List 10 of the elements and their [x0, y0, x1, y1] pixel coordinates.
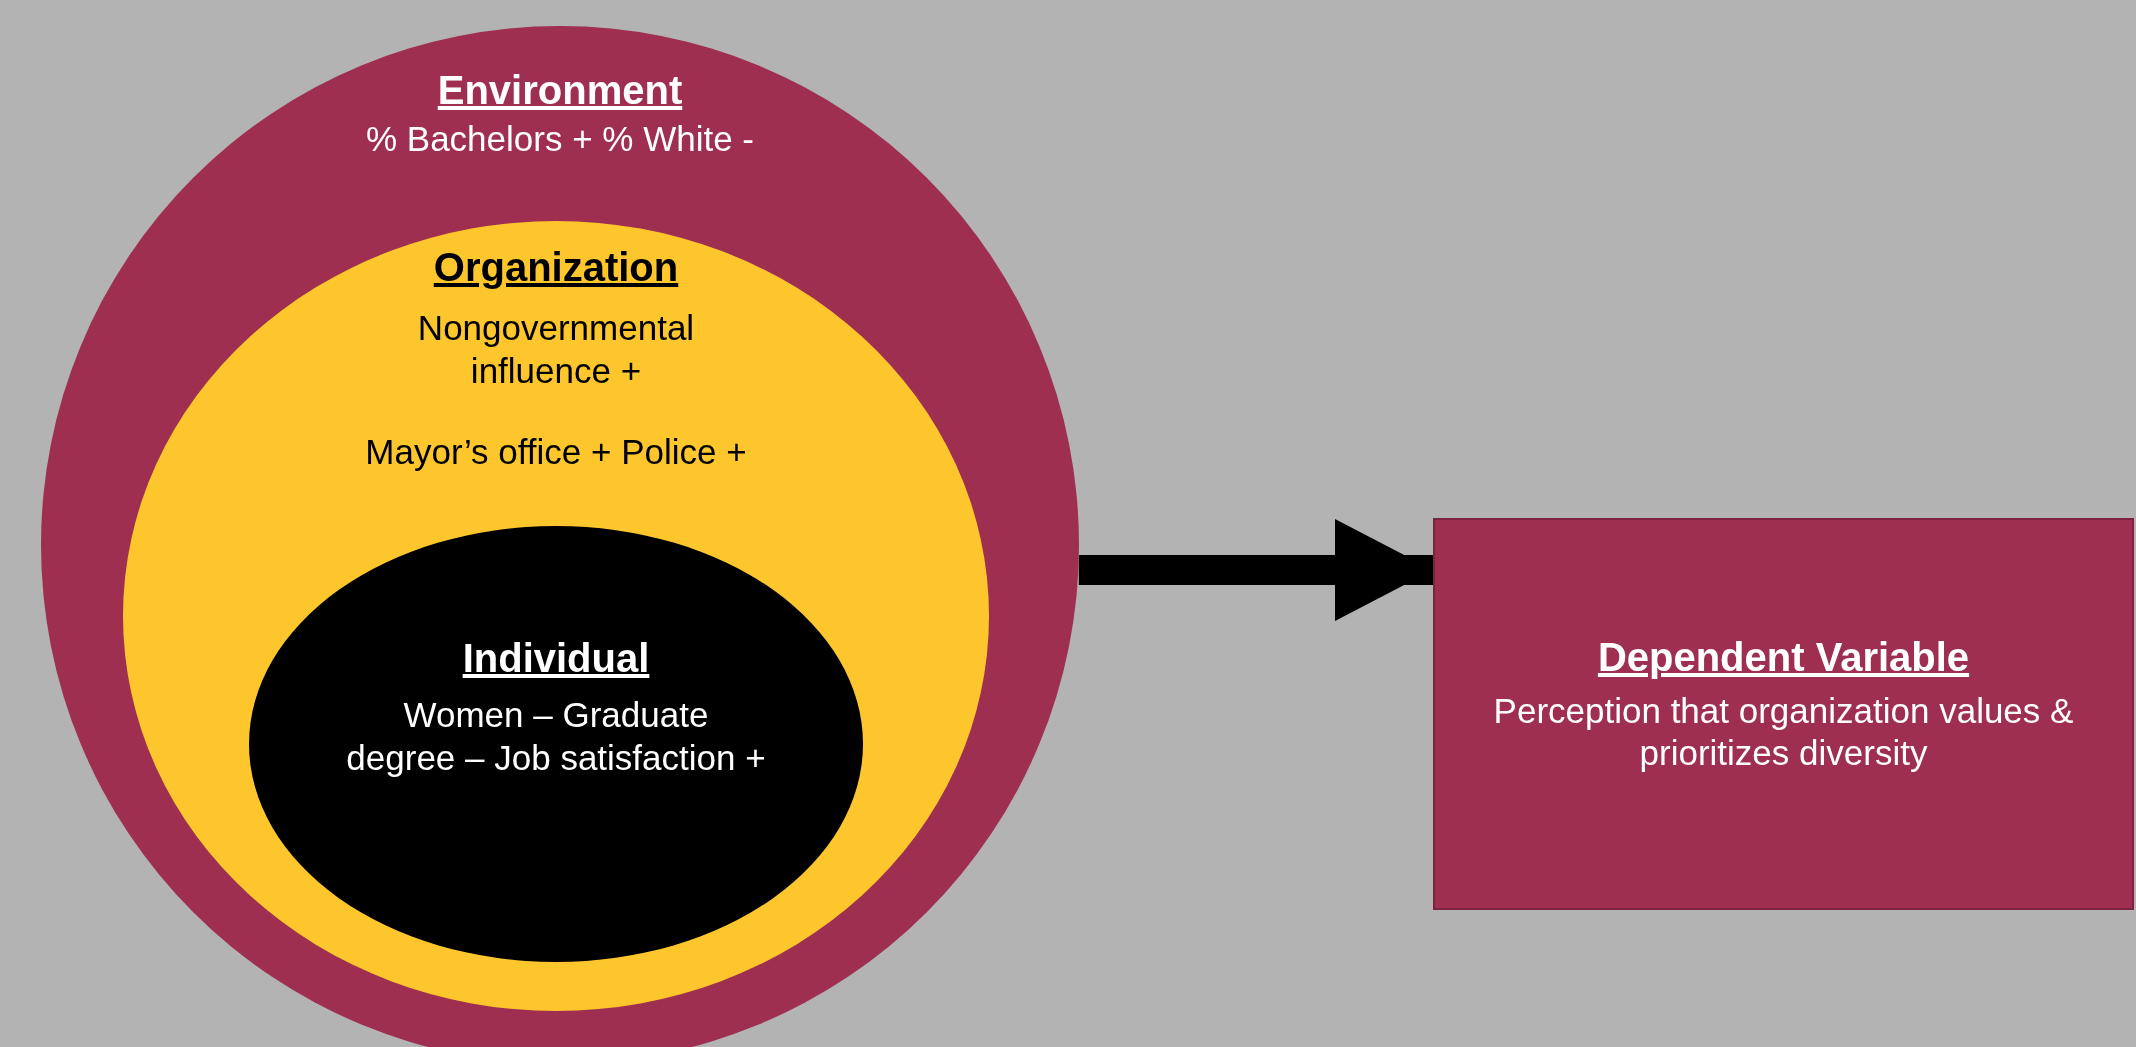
- description: Perception that organization values & prioritizes diversity: [1492, 689, 2075, 775]
- heading: Organization: [432, 244, 680, 291]
- arrow: [1078, 519, 1433, 621]
- heading: Environment: [436, 67, 684, 114]
- factor-list: % Bachelors + % White -: [350, 118, 770, 161]
- heading: Dependent Variable: [1596, 633, 1971, 681]
- heading: Individual: [461, 635, 651, 682]
- factor-list: Nongovernmental influence +: [346, 307, 766, 393]
- factor-list: Mayor’s office + Police +: [346, 431, 766, 474]
- factor-list: Women – Graduate degree – Job satisfaction +: [346, 694, 766, 780]
